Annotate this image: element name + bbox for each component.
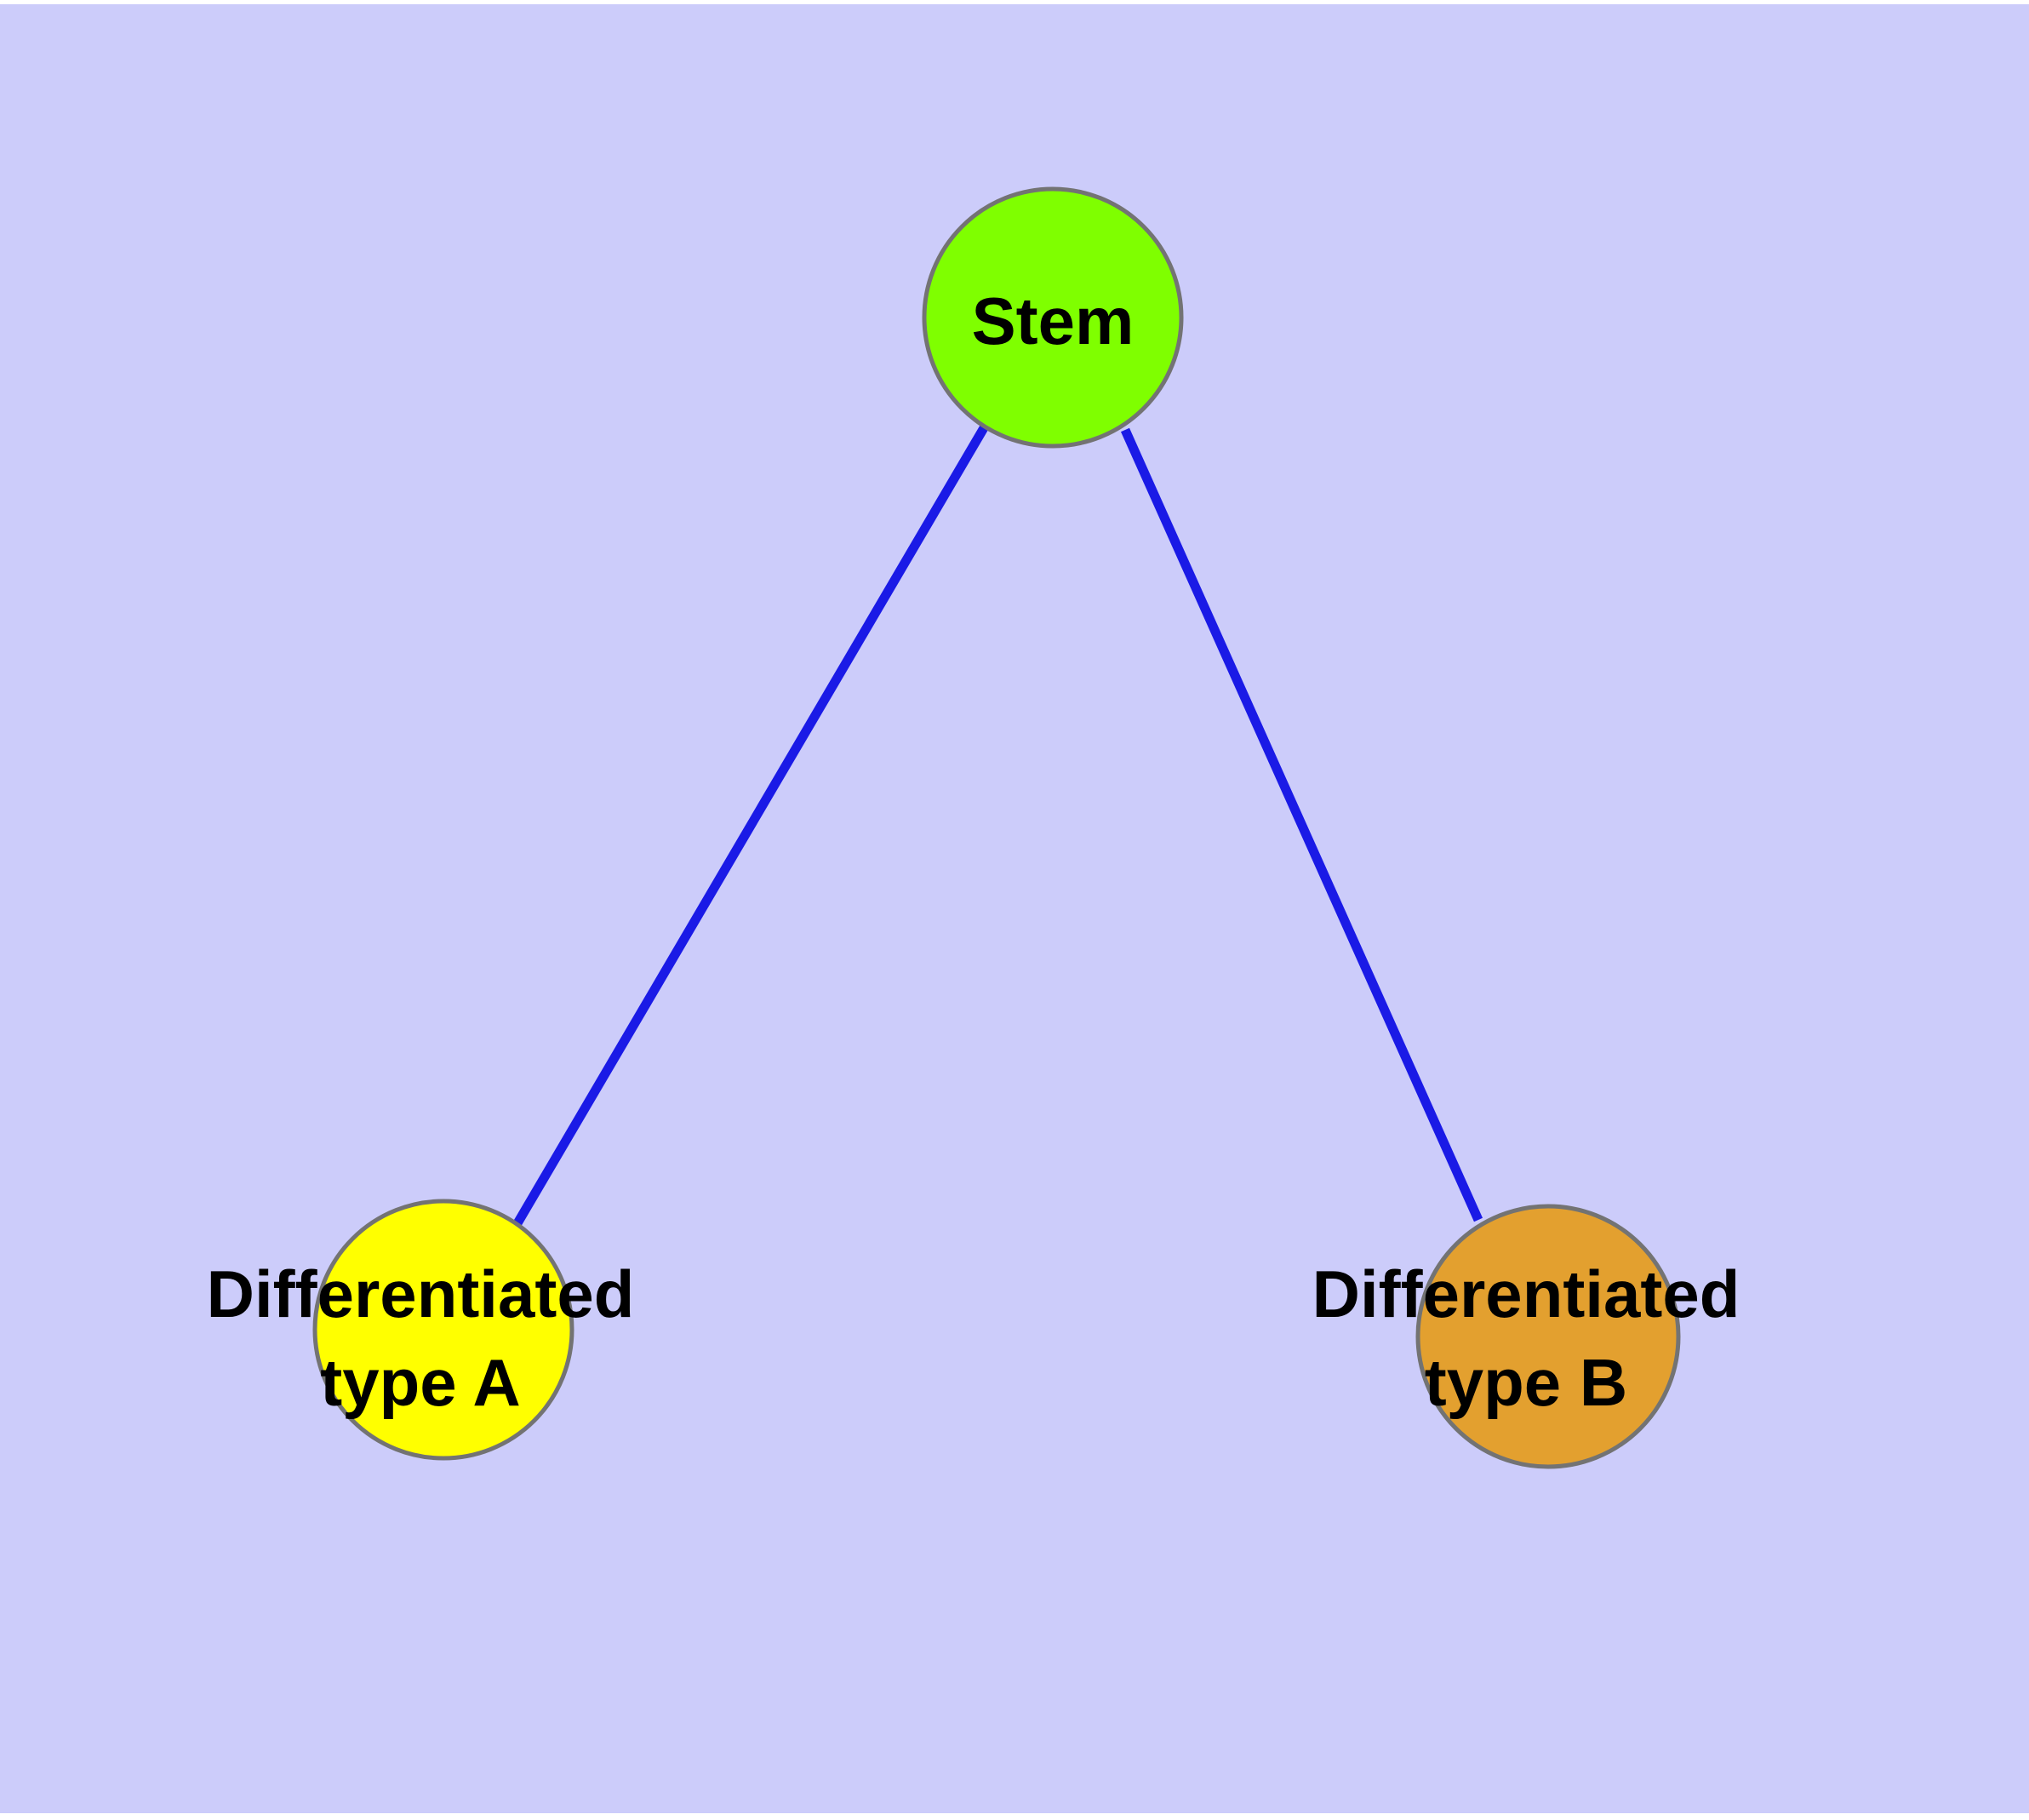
differentiated-type-a-node[interactable] [312, 1199, 574, 1461]
stem-node-label: Stem [972, 283, 1135, 358]
differentiated-type-b-node-label: Differentiated type B [1312, 1256, 1740, 1420]
differentiated-type-b-node-label-line-1: Differentiated [1312, 1256, 1740, 1331]
differentiated-type-b-node-label-line-2: type B [1425, 1345, 1627, 1420]
edge-stem-to-differentiated-type-a[interactable] [513, 424, 989, 1226]
differentiated-type-b-node[interactable] [1415, 1204, 1681, 1469]
stem-node-label-line-1: Stem [972, 283, 1135, 358]
differentiated-type-a-node-label-line-2: type A [320, 1345, 521, 1420]
stem-node[interactable] [922, 186, 1184, 449]
differentiated-type-a-node-label: Differentiated type A [207, 1256, 635, 1420]
edges-layer [513, 424, 1483, 1226]
edge-stem-to-differentiated-type-b[interactable] [1120, 427, 1483, 1222]
differentiated-type-a-node-label-line-1: Differentiated [207, 1256, 635, 1331]
nodes-layer [312, 186, 1681, 1469]
